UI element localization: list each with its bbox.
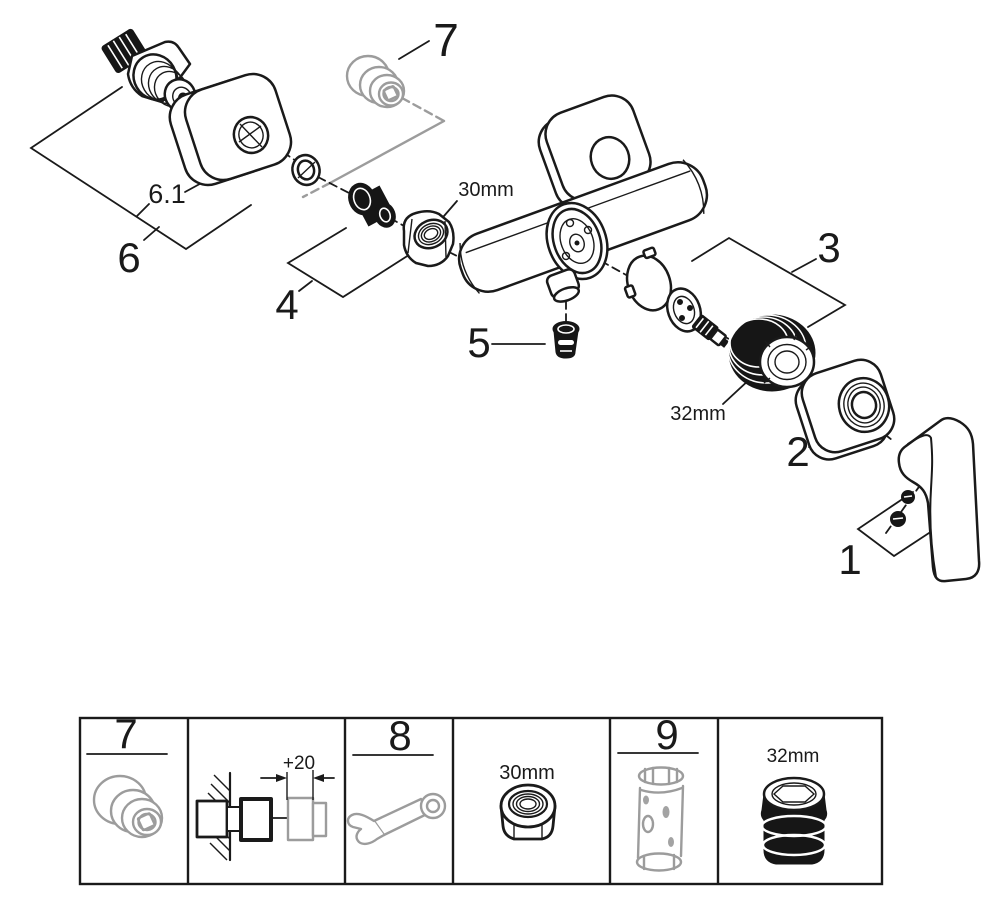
callout-6-1-label: 6.1 — [148, 179, 186, 209]
callout-3-bracket — [691, 236, 847, 328]
check-valve — [552, 321, 580, 359]
legend-label-30mm: 30mm — [499, 762, 555, 784]
union-nut-30mm — [402, 210, 455, 268]
callout-1-bracket — [856, 491, 930, 558]
callout-2-label: 2 — [786, 428, 809, 475]
legend-label-32mm: 32mm — [767, 746, 820, 767]
callout-5-label: 5 — [467, 319, 490, 366]
callout-1-label: 1 — [838, 536, 861, 583]
legend-cell-7: 7 — [86, 710, 168, 839]
dimension-32mm-label: 32mm — [670, 403, 726, 425]
legend-cell-9: 9 — [617, 711, 699, 872]
cartridge — [623, 246, 730, 348]
dimension-30mm-label: 30mm — [458, 179, 514, 201]
wall-depth-diagram — [195, 770, 335, 862]
open-end-wrench-icon — [346, 792, 447, 846]
callout-4-label: 4 — [275, 281, 298, 328]
spare-parts-legend: 7 — [78, 710, 884, 886]
legend-label-7: 7 — [114, 710, 137, 757]
lever-handle — [897, 416, 981, 583]
washer — [291, 153, 321, 187]
legend-label-8: 8 — [388, 712, 411, 759]
legend-label-9: 9 — [655, 711, 678, 758]
legend-label-plus20: +20 — [283, 753, 315, 774]
legend-cell-30mm: 30mm — [499, 762, 557, 841]
body-outlet — [545, 268, 581, 303]
nut-icon — [499, 783, 557, 841]
callout-4-bracket — [286, 227, 413, 299]
cartridge-socket-tool-icon — [635, 766, 685, 872]
threaded-ring-icon — [760, 776, 828, 865]
legend-cell-32mm: 32mm — [760, 746, 828, 865]
retaining-ring-32mm — [727, 314, 816, 392]
callout-6-label: 6 — [117, 234, 140, 281]
handle-screws — [890, 490, 915, 527]
callout-7-label: 7 — [433, 14, 459, 66]
faucet-body — [457, 94, 709, 303]
escutcheon-plate-6-1 — [168, 72, 293, 187]
legend-cell-8: 8 — [346, 712, 447, 846]
extension-nipple-icon — [92, 774, 164, 839]
strainer-insert — [348, 182, 396, 228]
callout-3-label: 3 — [817, 224, 840, 271]
extension-nipple — [345, 54, 406, 109]
legend-cell-wall-depth: +20 — [195, 753, 335, 862]
escutcheon-handle — [794, 358, 896, 461]
callout-7-leader — [301, 40, 446, 199]
